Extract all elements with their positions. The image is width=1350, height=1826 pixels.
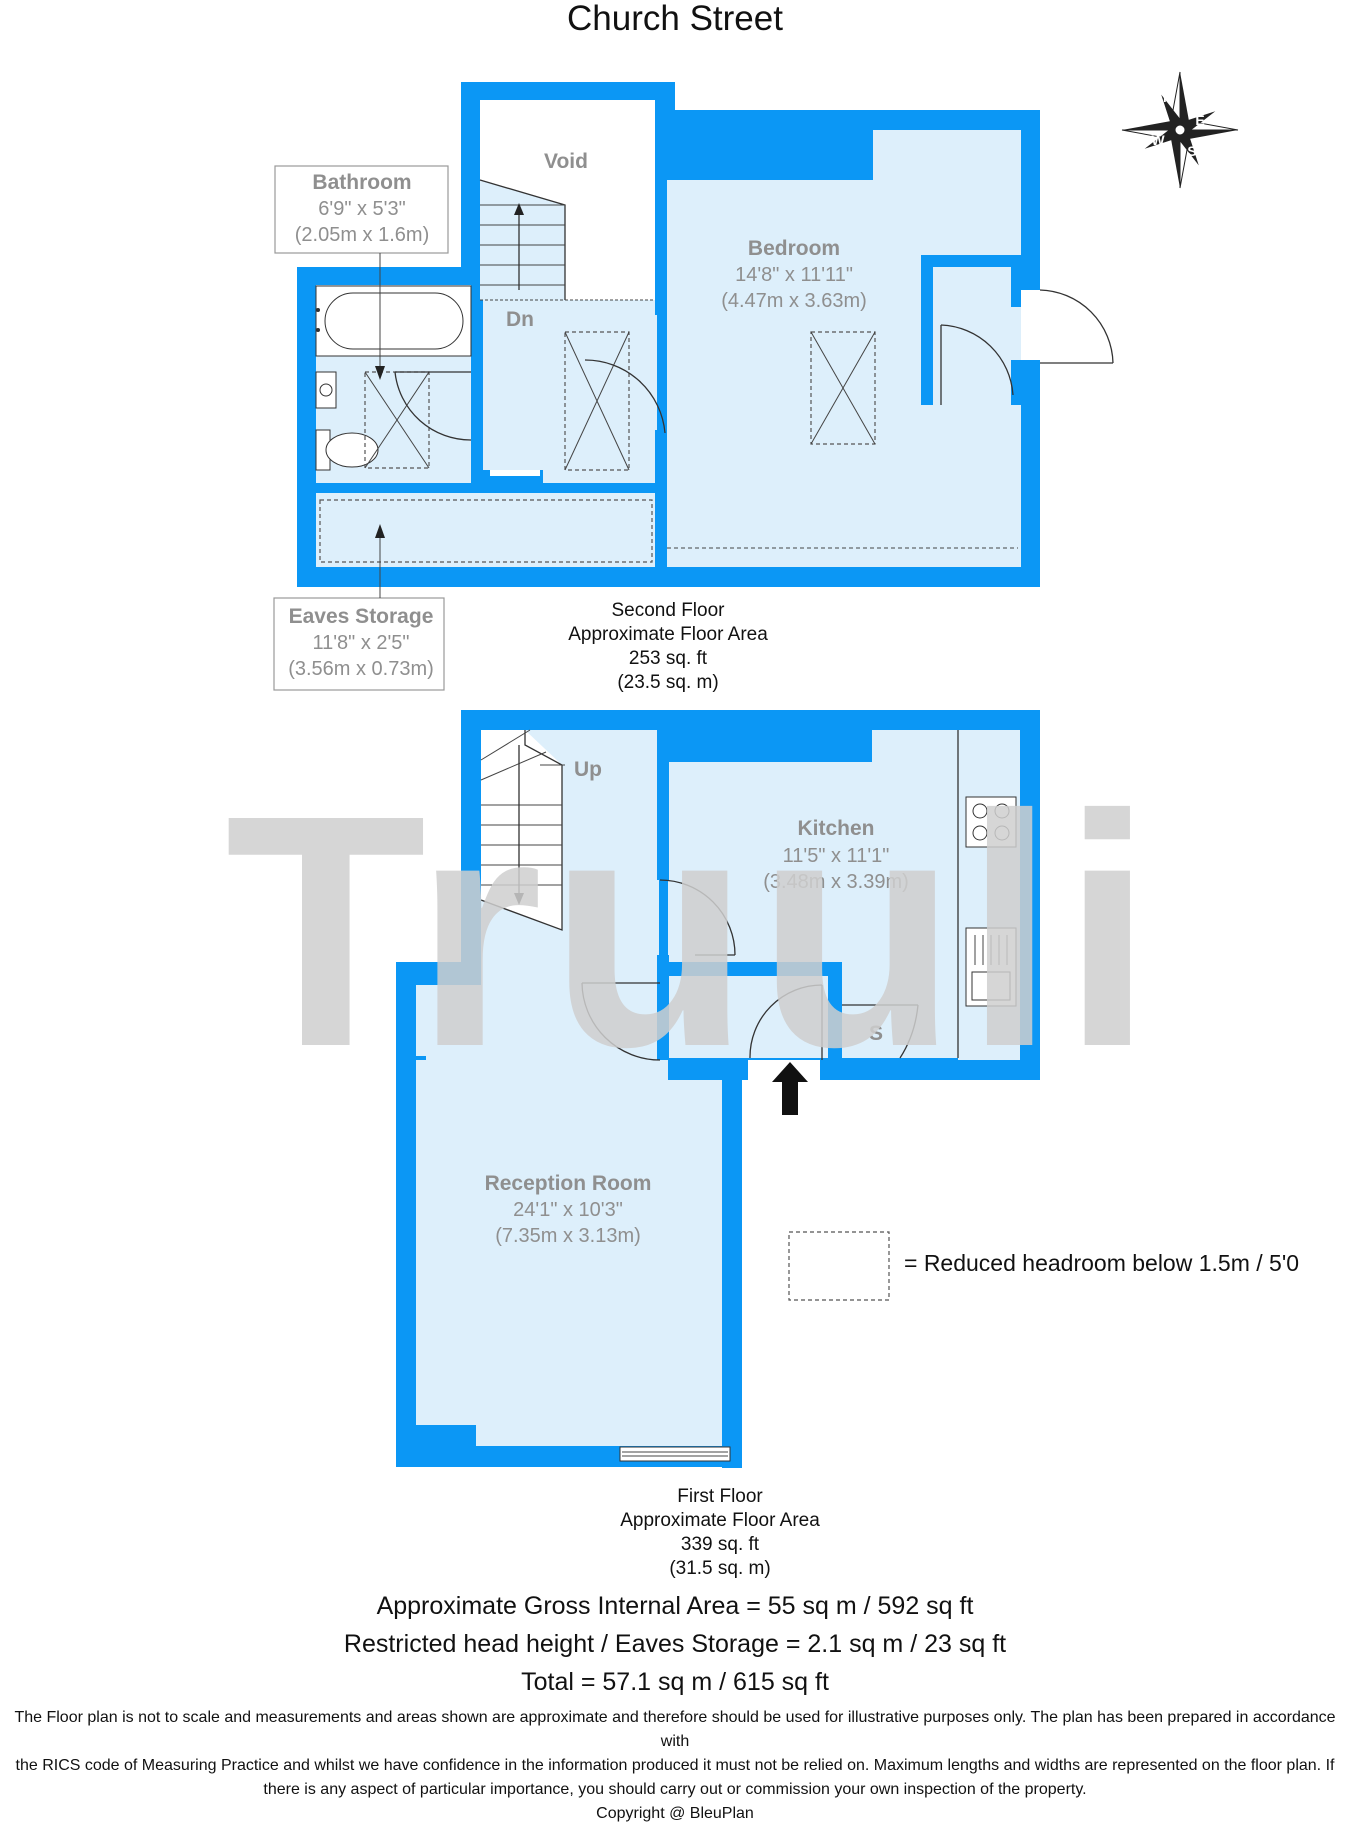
reception-imperial: 24'1" x 10'3" bbox=[513, 1199, 623, 1221]
stairs-up-label: Up bbox=[574, 758, 602, 781]
second-floor-caption-3: 253 sq. ft bbox=[629, 648, 708, 669]
compass-s: S bbox=[1187, 143, 1196, 159]
eaves-storage-metric: (3.56m x 0.73m) bbox=[288, 658, 434, 680]
disclaimer: The Floor plan is not to scale and measu… bbox=[0, 1706, 1350, 1826]
legend: = Reduced headroom below 1.5m / 5'0 bbox=[788, 1231, 1299, 1301]
second-floor-caption-2: Approximate Floor Area bbox=[568, 624, 768, 645]
first-floor-caption-4: (31.5 sq. m) bbox=[669, 1558, 770, 1579]
bedroom-name: Bedroom bbox=[748, 237, 840, 260]
legend-text: = Reduced headroom below 1.5m / 5'0 bbox=[904, 1250, 1299, 1276]
kitchen-imperial: 11'5" x 11'1" bbox=[783, 845, 890, 867]
bath-icon bbox=[315, 285, 472, 357]
reception-name: Reception Room bbox=[485, 1172, 652, 1195]
compass-icon: N E S W bbox=[1121, 71, 1239, 189]
bathroom-imperial: 6'9" x 5'3" bbox=[318, 198, 405, 220]
plan-title: Church Street bbox=[567, 0, 783, 38]
void-label: Void bbox=[544, 150, 588, 173]
kitchen-sink-icon bbox=[965, 927, 1017, 1007]
first-floor-caption-3: 339 sq. ft bbox=[681, 1534, 760, 1555]
storage-label: S bbox=[869, 1022, 883, 1045]
disclaimer-line-2: the RICS code of Measuring Practice and … bbox=[15, 1757, 1335, 1774]
eaves-storage-area bbox=[316, 492, 661, 567]
kitchen-metric: (3.48m x 3.39m) bbox=[763, 871, 909, 893]
compass-n: N bbox=[1163, 89, 1173, 105]
gross-area: Approximate Gross Internal Area = 55 sq … bbox=[377, 1592, 974, 1620]
first-floor-caption-2: Approximate Floor Area bbox=[620, 1510, 820, 1531]
disclaimer-line-1: The Floor plan is not to scale and measu… bbox=[14, 1709, 1336, 1750]
disclaimer-line-3: there is any aspect of particular import… bbox=[263, 1781, 1087, 1798]
copyright: Copyright @ BleuPlan bbox=[596, 1805, 754, 1822]
first-floor-plan: Up Kitchen 11'5" x 11'1" (3.48m x 3.39m)… bbox=[396, 710, 1040, 1579]
bathroom-metric: (2.05m x 1.6m) bbox=[295, 224, 429, 246]
compass-e: E bbox=[1195, 112, 1204, 128]
sink-icon bbox=[315, 371, 337, 409]
total-area: Total = 57.1 sq m / 615 sq ft bbox=[521, 1668, 829, 1696]
second-floor-caption-4: (23.5 sq. m) bbox=[617, 672, 718, 693]
compass-w: W bbox=[1151, 132, 1165, 148]
bedroom-metric: (4.47m x 3.63m) bbox=[721, 290, 867, 312]
eaves-storage-imperial: 11'8" x 2'5" bbox=[312, 632, 409, 654]
watermark-logo: Truuli bbox=[225, 746, 1159, 1115]
reception-metric: (7.35m x 3.13m) bbox=[495, 1225, 641, 1247]
stairs-down-label: Dn bbox=[506, 308, 534, 331]
eaves-storage-name: Eaves Storage bbox=[289, 605, 434, 628]
first-floor-caption-1: First Floor bbox=[677, 1486, 763, 1507]
kitchen-name: Kitchen bbox=[797, 817, 874, 840]
second-floor-stairs bbox=[479, 179, 655, 301]
bedroom-imperial: 14'8" x 11'11" bbox=[735, 264, 853, 286]
hob-icon bbox=[965, 796, 1017, 848]
first-floor-stairs bbox=[480, 729, 565, 931]
second-floor-caption-1: Second Floor bbox=[611, 600, 725, 621]
second-floor-plan: Void Dn Bedroom 14'8" x 11'11" (4.47m x … bbox=[273, 82, 1114, 693]
restricted-area: Restricted head height / Eaves Storage =… bbox=[344, 1630, 1006, 1658]
entrance-arrow-icon bbox=[772, 1062, 808, 1115]
bathroom-name: Bathroom bbox=[312, 171, 411, 194]
